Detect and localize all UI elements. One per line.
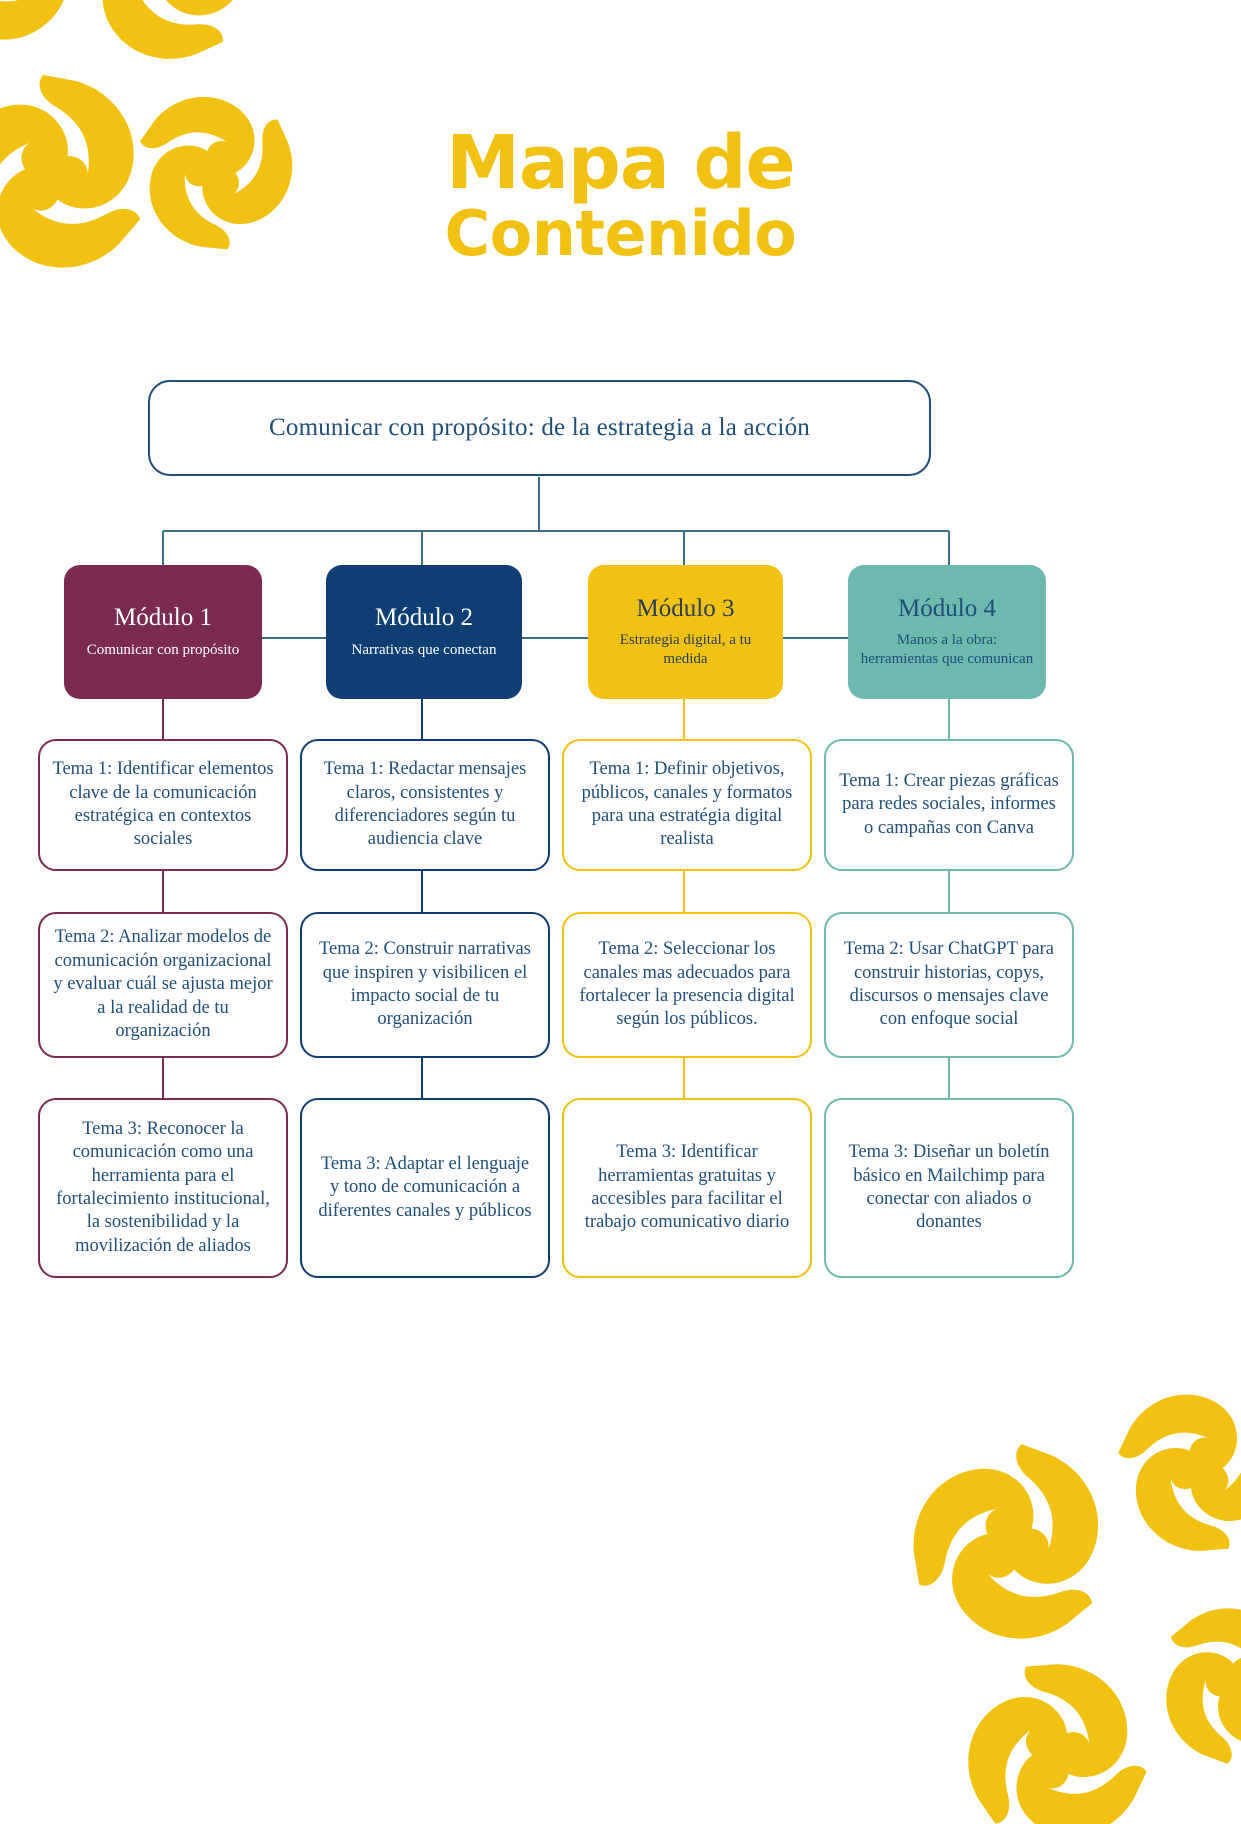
topic-card-m1-t3-text: Tema 3: Reconocer la comunicación como u… bbox=[56, 1118, 270, 1256]
module-card-3[interactable]: Módulo 3 Estrategia digital, a tu medida bbox=[588, 565, 783, 699]
topic-card-m4-t2-text: Tema 2: Usar ChatGPT para construir hist… bbox=[843, 939, 1055, 1030]
module-3-title: Módulo 3 bbox=[636, 594, 735, 622]
module-4-title: Módulo 4 bbox=[898, 594, 996, 622]
topic-card-m1-t2[interactable]: Tema 2: Analizar modelos de comunicación… bbox=[38, 912, 288, 1058]
topic-card-m4-t3[interactable]: Tema 3: Diseñar un boletín básico en Mai… bbox=[824, 1098, 1074, 1278]
topic-card-m1-t3[interactable]: Tema 3: Reconocer la comunicación como u… bbox=[38, 1098, 288, 1278]
module-1-subtitle: Comunicar con propósito bbox=[86, 641, 240, 658]
topic-card-m3-t3-text: Tema 3: Identificar herramientas gratuit… bbox=[584, 1142, 790, 1233]
topic-card-m4-t3-text: Tema 3: Diseñar un boletín básico en Mai… bbox=[848, 1142, 1050, 1233]
topic-card-m4-t1[interactable]: Tema 1: Crear piezas gráficas para redes… bbox=[824, 739, 1074, 871]
topic-card-m2-t2-text: Tema 2: Construir narrativas que inspire… bbox=[319, 939, 531, 1030]
topic-card-m2-t3[interactable]: Tema 3: Adaptar el lenguaje y tono de co… bbox=[300, 1098, 550, 1278]
topic-card-m2-t1-text: Tema 1: Redactar mensajes claros, consis… bbox=[323, 759, 527, 850]
topic-card-m3-t2[interactable]: Tema 2: Seleccionar los canales mas adec… bbox=[562, 912, 812, 1058]
topic-card-m1-t1-text: Tema 1: Identificar elementos clave de l… bbox=[52, 759, 274, 850]
module-card-4[interactable]: Módulo 4 Manos a la obra: herramientas q… bbox=[848, 565, 1046, 699]
topic-card-m1-t2-text: Tema 2: Analizar modelos de comunicación… bbox=[53, 927, 273, 1042]
title-line-1: Mapa de bbox=[446, 120, 795, 206]
module-2-title: Módulo 2 bbox=[375, 604, 473, 632]
module-4-subtitle: Manos a la obra: herramientas que comuni… bbox=[860, 632, 1034, 668]
topic-card-m4-t2[interactable]: Tema 2: Usar ChatGPT para construir hist… bbox=[824, 912, 1074, 1058]
topic-card-m3-t1-text: Tema 1: Definir objetivos, públicos, can… bbox=[581, 759, 793, 850]
topic-card-m3-t3[interactable]: Tema 3: Identificar herramientas gratuit… bbox=[562, 1098, 812, 1278]
topic-card-m2-t2[interactable]: Tema 2: Construir narrativas que inspire… bbox=[300, 912, 550, 1058]
connector-lines bbox=[162, 477, 950, 1098]
topic-card-m4-t1-text: Tema 1: Crear piezas gráficas para redes… bbox=[839, 770, 1059, 838]
module-card-2[interactable]: Módulo 2 Narrativas que conectan bbox=[326, 565, 522, 699]
title-line-2: Contenido bbox=[444, 197, 797, 271]
topic-card-m2-t3-text: Tema 3: Adaptar el lenguaje y tono de co… bbox=[318, 1153, 532, 1221]
root-node[interactable]: Comunicar con propósito: de la estrategi… bbox=[148, 380, 931, 476]
topic-card-m3-t2-text: Tema 2: Seleccionar los canales mas adec… bbox=[579, 939, 795, 1030]
topic-card-m2-t1[interactable]: Tema 1: Redactar mensajes claros, consis… bbox=[300, 739, 550, 871]
page-title: Mapa de Contenido bbox=[0, 120, 1241, 271]
topic-card-m3-t1[interactable]: Tema 1: Definir objetivos, públicos, can… bbox=[562, 739, 812, 871]
topic-card-m1-t1[interactable]: Tema 1: Identificar elementos clave de l… bbox=[38, 739, 288, 871]
module-3-subtitle: Estrategia digital, a tu medida bbox=[619, 632, 752, 668]
module-2-subtitle: Narrativas que conectan bbox=[351, 641, 497, 658]
module-card-1[interactable]: Módulo 1 Comunicar con propósito bbox=[64, 565, 262, 699]
root-node-label: Comunicar con propósito: de la estrategi… bbox=[269, 414, 810, 441]
module-1-title: Módulo 1 bbox=[114, 604, 212, 632]
